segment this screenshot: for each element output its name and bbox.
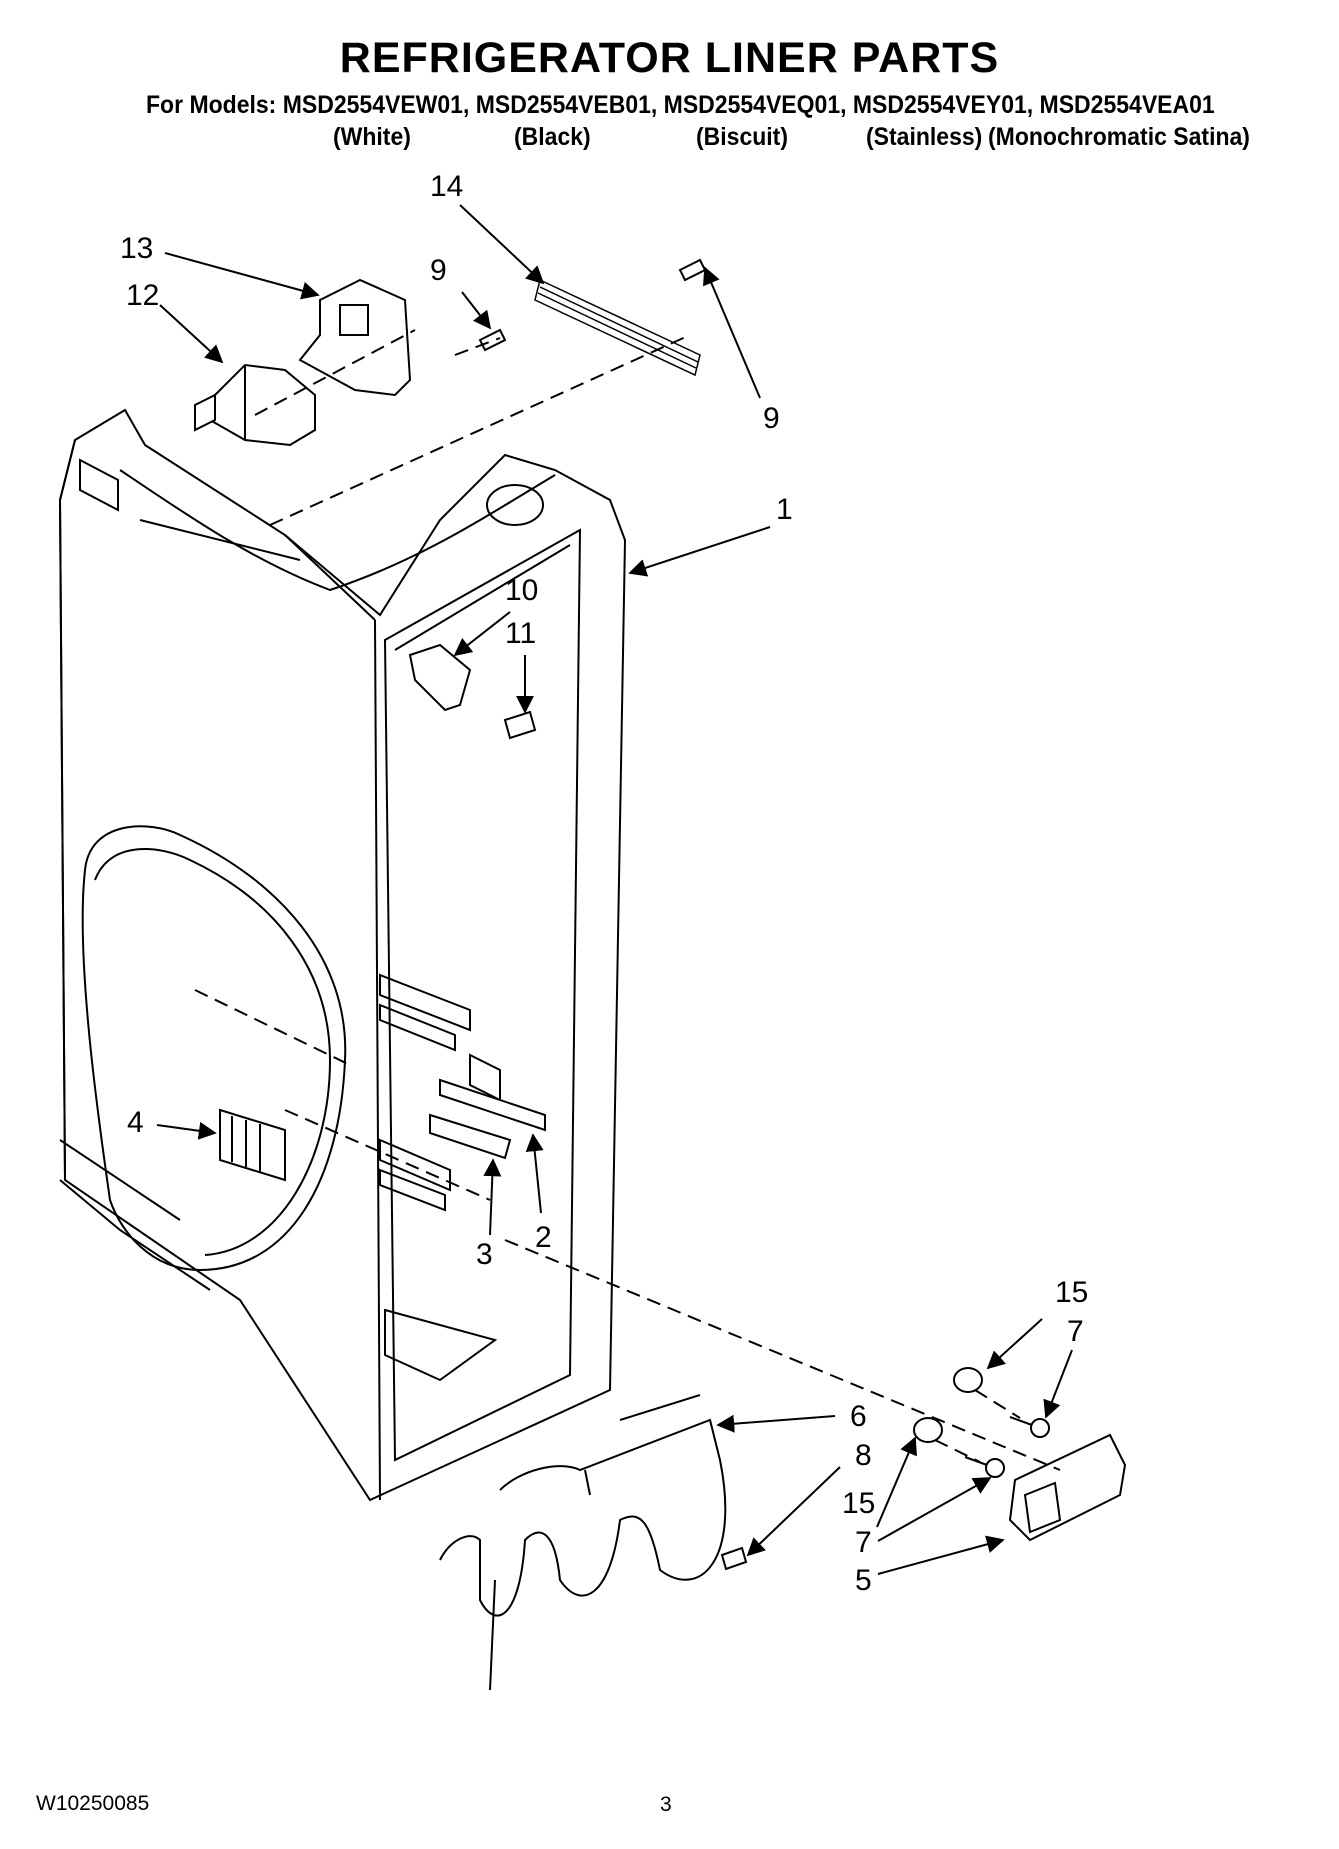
variant-white: (White): [333, 123, 411, 151]
liner-cabinet: [58, 408, 627, 1502]
callout-14: 14: [430, 170, 463, 203]
part-15-fitting-lower: [913, 1417, 943, 1443]
callout-11: 11: [505, 617, 536, 650]
part-7-pin-upper: [1009, 1416, 1050, 1438]
variant-black: (Black): [514, 123, 591, 151]
part-5-end-cap: [1008, 1433, 1127, 1542]
callout-8: 8: [855, 1439, 872, 1472]
variant-biscuit: (Biscuit): [696, 123, 788, 151]
part-8-screw: [720, 1546, 748, 1571]
callout-5: 5: [855, 1564, 872, 1597]
callout-13: 13: [120, 232, 153, 265]
document-id: W10250085: [36, 1792, 150, 1815]
part-3-slide: [429, 1113, 512, 1160]
callout-9-left: 9: [430, 254, 447, 287]
callout-2: 2: [535, 1221, 552, 1254]
callout-7-upper: 7: [1067, 1315, 1084, 1348]
callout-1: 1: [776, 493, 793, 526]
part-12-housing: [194, 363, 316, 447]
part-7-pin-lower: [964, 1456, 1005, 1478]
callout-15-upper: 15: [1055, 1276, 1088, 1309]
page-number: 3: [660, 1793, 672, 1816]
variant-satina: (Monochromatic Satina): [988, 123, 1250, 151]
part-4-vent: [219, 1108, 286, 1182]
callout-6: 6: [850, 1400, 867, 1433]
part-6-heater: [439, 1394, 727, 1691]
part-9-screw-left: [478, 328, 507, 352]
callout-7-lower: 7: [855, 1526, 872, 1559]
part-10-bracket: [408, 643, 472, 712]
part-9-screw-right: [678, 258, 707, 282]
callout-arrows: [156, 204, 1073, 1575]
callout-10: 10: [505, 574, 538, 607]
part-11-screw: [503, 710, 537, 740]
callout-3: 3: [476, 1238, 493, 1271]
models-line: For Models: MSD2554VEW01, MSD2554VEB01, …: [146, 91, 1215, 119]
callout-12: 12: [126, 279, 159, 312]
page-title: REFRIGERATOR LINER PARTS: [339, 34, 1000, 82]
callout-4: 4: [127, 1106, 144, 1139]
part-13-bracket: [298, 278, 412, 397]
part-15-fitting-upper: [953, 1367, 983, 1393]
callout-15-lower: 15: [842, 1487, 875, 1520]
assembly-lines: [194, 329, 1061, 1471]
callout-9-right: 9: [763, 402, 780, 435]
part-2-slide: [439, 1078, 546, 1132]
variant-stainless-satina: (Stainless): [866, 123, 983, 151]
part-14-strip: [534, 278, 701, 377]
